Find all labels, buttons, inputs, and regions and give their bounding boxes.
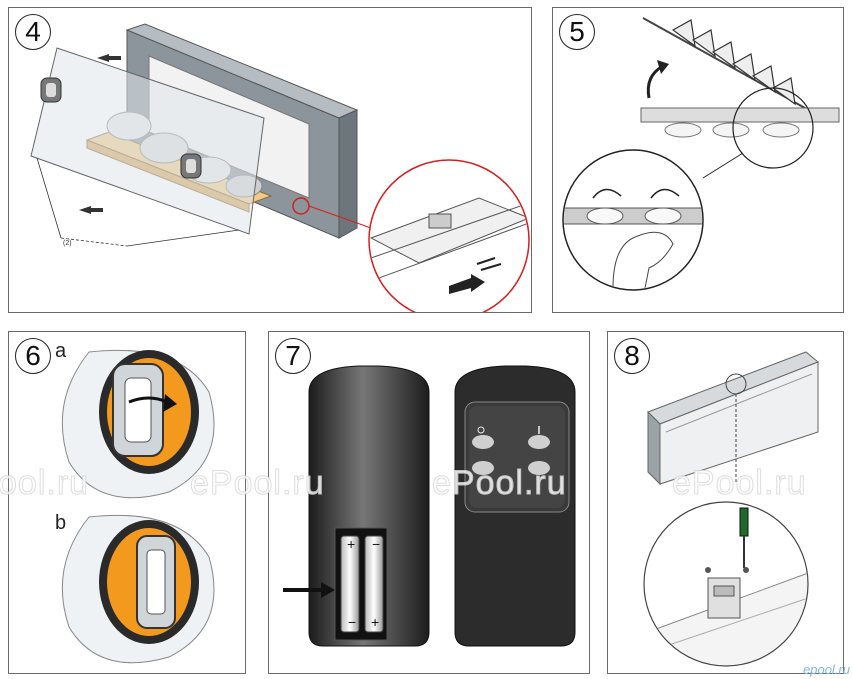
remote-control-illustration bbox=[283, 365, 576, 647]
site-badge: epool.ru bbox=[803, 662, 850, 677]
battery-2-bottom-sign: + bbox=[371, 614, 380, 630]
step-7-number: 7 bbox=[275, 338, 311, 374]
step-5-panel: 5 bbox=[552, 7, 844, 313]
step-5-number: 5 bbox=[559, 14, 595, 50]
battery-2-top-sign: − bbox=[372, 536, 381, 552]
wall-mounting-illustration bbox=[643, 351, 819, 667]
step-6-panel: 6 a b bbox=[8, 331, 246, 674]
step-6-number: 6 bbox=[15, 338, 51, 374]
step-6-sublabel-b: b bbox=[55, 512, 67, 534]
flame-bulb-replacement-illustration bbox=[562, 17, 840, 291]
step-7-panel: 7 + − − + bbox=[268, 331, 590, 674]
glass-removal-illustration bbox=[30, 23, 530, 312]
dimension-label: (2) bbox=[63, 240, 72, 247]
battery-1-bottom-sign: − bbox=[348, 614, 357, 630]
step-4-panel: 4 bbox=[8, 7, 532, 313]
step-4-number: 4 bbox=[15, 14, 51, 50]
battery-1-top-sign: + bbox=[347, 536, 356, 552]
suction-handle-illustration bbox=[61, 349, 215, 664]
step-8-number: 8 bbox=[614, 338, 650, 374]
step-8-panel: 8 bbox=[607, 331, 844, 674]
step-6-sublabel-a: a bbox=[55, 340, 67, 362]
